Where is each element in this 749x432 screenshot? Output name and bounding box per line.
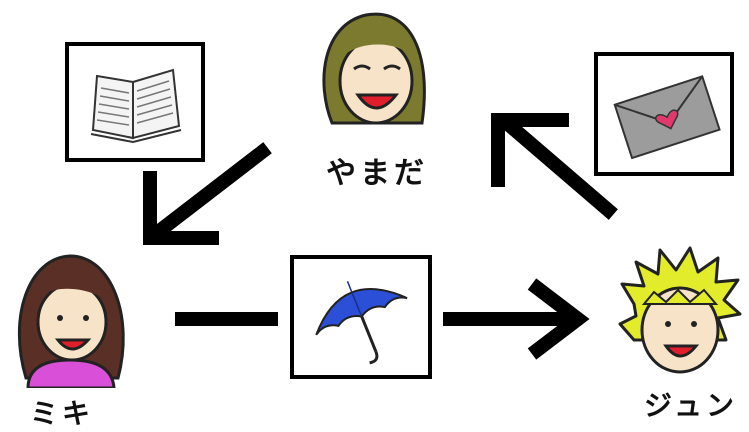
name-label-jun: ジュン <box>644 389 739 422</box>
arrow-yamada-to-miki <box>143 142 272 245</box>
miki-face <box>17 254 125 388</box>
letter-item-box <box>594 52 734 176</box>
arrow-jun-to-yamada <box>491 113 618 220</box>
name-label-miki: ミキ <box>30 397 95 430</box>
arrow-miki-to-jun <box>175 278 590 360</box>
jun-face <box>618 246 742 374</box>
book-icon <box>90 68 182 144</box>
name-label-yamada: やまだ <box>326 156 428 191</box>
book-item-box <box>65 42 205 162</box>
umbrella-icon <box>315 280 408 365</box>
yamada-face <box>322 12 426 125</box>
umbrella-item-box <box>290 255 432 379</box>
letter-icon <box>613 75 721 160</box>
